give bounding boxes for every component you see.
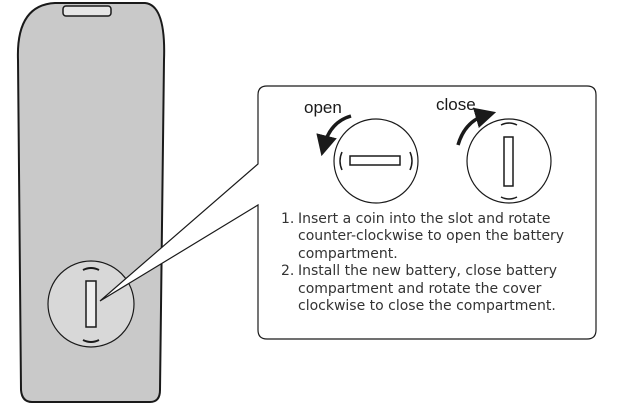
close-cover-bottom-arc — [500, 196, 518, 200]
open-label: open — [304, 98, 342, 117]
step-text: Insert a coin into the slot and rotate c… — [298, 211, 565, 262]
battery-cover-slot — [85, 280, 97, 328]
battery-cover-top-arc — [82, 267, 100, 271]
battery-cover-bottom-arc — [82, 339, 100, 343]
instruction-step-1: 1. Insert a coin into the slot and rotat… — [281, 211, 581, 263]
close-cover-top-arc — [500, 122, 518, 126]
close-label: close — [436, 95, 476, 114]
close-cover-slot — [503, 136, 514, 187]
remote-top-notch — [62, 5, 112, 17]
step-text: Install the new battery, close battery c… — [298, 263, 558, 315]
instruction-step-2: 2. Install the new battery, close batter… — [281, 263, 581, 315]
open-illustration: open — [304, 98, 419, 204]
remote-control-back — [16, 1, 166, 403]
open-cover-slot — [349, 155, 401, 166]
instructions-list: 1. Insert a coin into the slot and rotat… — [281, 211, 581, 315]
step-number: 2. — [281, 263, 295, 280]
open-cover-left-arc — [339, 151, 343, 171]
counter-clockwise-arrow-icon — [316, 114, 352, 157]
clockwise-arrow-icon — [456, 107, 497, 146]
close-illustration: close — [436, 95, 552, 204]
step-number: 1. — [281, 211, 295, 227]
open-cover-right-arc — [409, 151, 413, 171]
